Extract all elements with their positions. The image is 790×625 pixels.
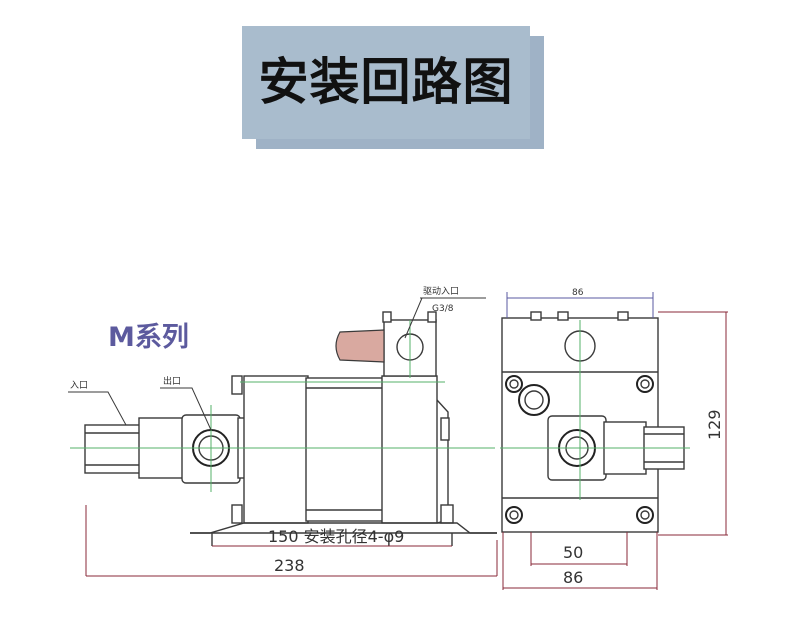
drive-head bbox=[381, 375, 438, 524]
front-view bbox=[500, 311, 690, 533]
drive-thread-label: G3/8 bbox=[432, 304, 454, 314]
mount-note: 150 安装孔径4-φ9 bbox=[268, 527, 404, 546]
page-title: 安装回路图 bbox=[258, 53, 514, 111]
inlet-pipe bbox=[84, 424, 142, 474]
series-label: M系列 bbox=[108, 322, 189, 353]
pump-body bbox=[243, 375, 309, 524]
dim-height: 129 bbox=[705, 409, 724, 440]
title-banner: 安装回路图 bbox=[242, 26, 544, 149]
pump-cylinder bbox=[305, 377, 385, 522]
dim-bottom-width: 86 bbox=[563, 568, 583, 587]
dim-hole-spacing: 50 bbox=[563, 543, 583, 562]
drive-inlet-label: 驱动入口 bbox=[423, 286, 459, 297]
title-background bbox=[242, 26, 530, 139]
side-view bbox=[70, 311, 497, 546]
dim-top-width: 86 bbox=[572, 288, 584, 298]
outlet-label: 出口 bbox=[163, 375, 181, 387]
muffler bbox=[335, 329, 385, 363]
dim-total-length: 238 bbox=[274, 556, 305, 575]
inlet-label: 入口 bbox=[70, 380, 88, 391]
